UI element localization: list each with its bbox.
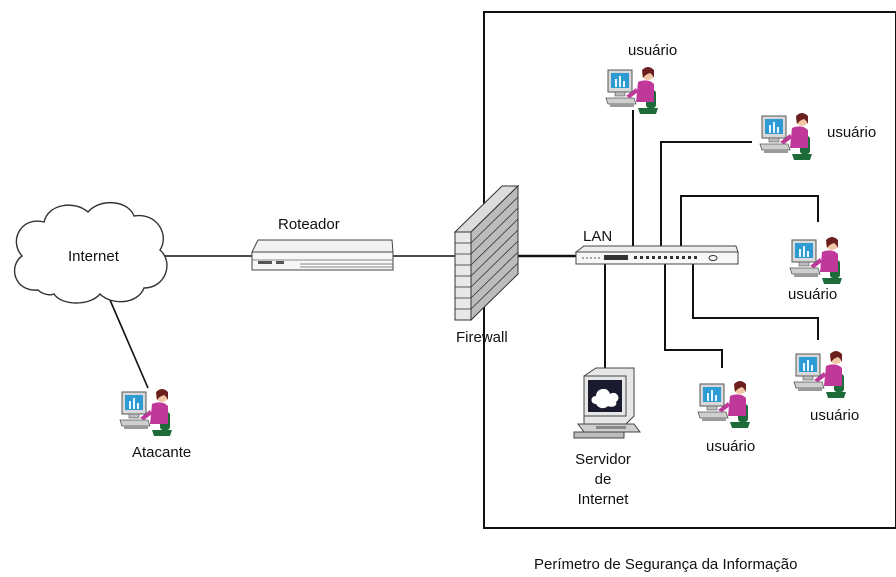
user-workstation-icon-2	[759, 112, 813, 161]
user-label-1: usuário	[628, 42, 678, 59]
internet-label: Internet	[68, 248, 119, 265]
server-label-line3: Internet	[577, 491, 629, 508]
server-computer-icon	[573, 367, 641, 439]
firewall-label: Firewall	[456, 329, 508, 346]
user-label-2: usuário	[827, 124, 877, 141]
user-workstation-icon-3	[789, 236, 843, 285]
attacker-workstation-icon	[119, 388, 173, 437]
attacker-label: Atacante	[132, 444, 192, 461]
server-label-line2: de	[594, 471, 612, 488]
user-label-5: usuário	[706, 438, 756, 455]
user-workstation-icon-1	[605, 66, 659, 115]
user-workstation-icon-4	[793, 350, 847, 399]
lan-label: LAN	[583, 228, 613, 245]
lan-switch-icon	[574, 245, 739, 265]
user-label-3: usuário	[788, 286, 838, 303]
internet-cloud-icon	[13, 202, 168, 304]
connection-lines	[109, 110, 819, 389]
firewall-wall-icon	[453, 184, 520, 322]
user-label-4: usuário	[810, 407, 860, 424]
router-icon	[251, 239, 394, 271]
user-workstation-icon-5	[697, 380, 751, 429]
server-label-line1: Servidor	[575, 451, 631, 468]
router-label: Roteador	[278, 216, 340, 233]
perimeter-label: Perímetro de Segurança da Informação	[534, 556, 798, 573]
